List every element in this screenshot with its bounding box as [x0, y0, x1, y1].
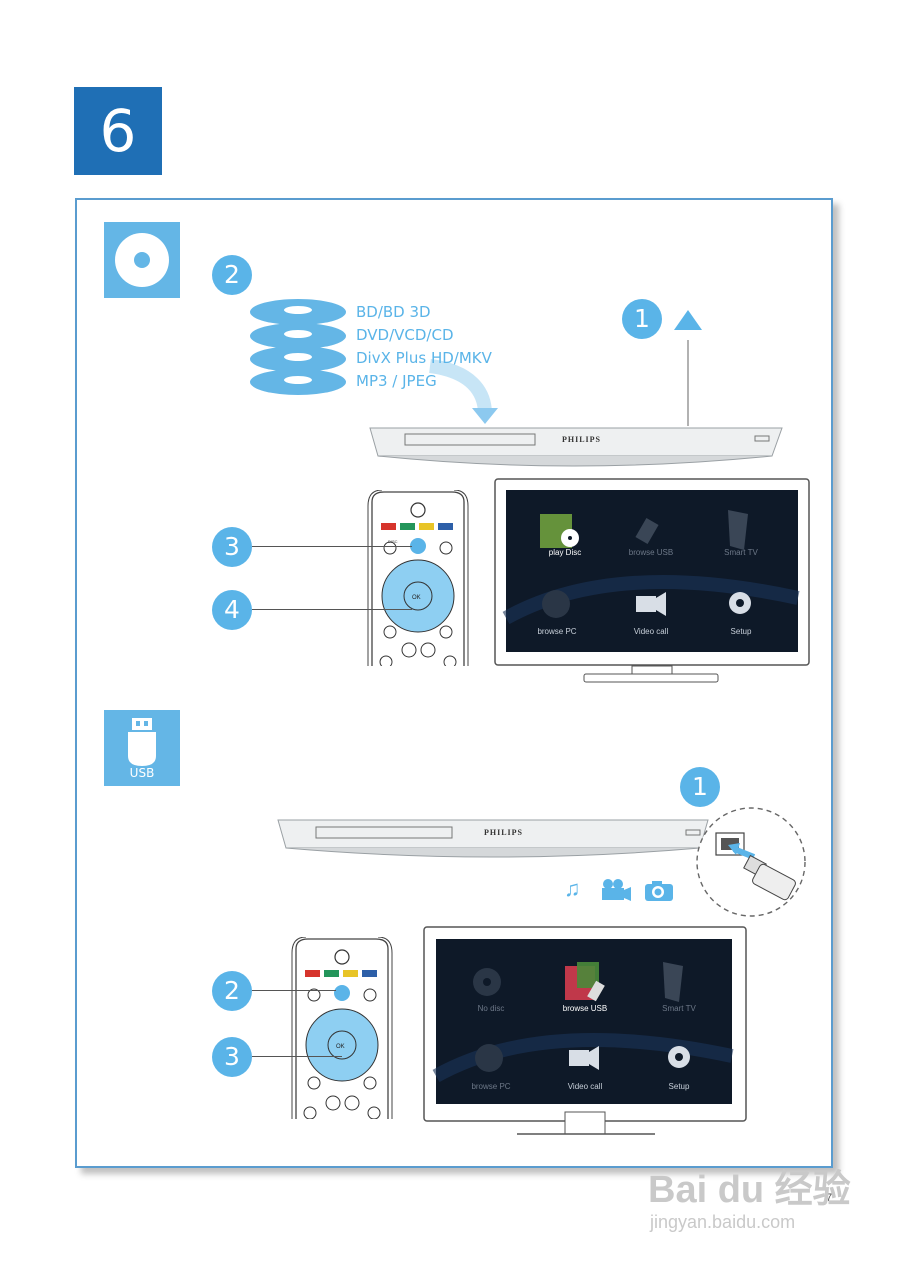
camera-icon — [645, 881, 673, 901]
watermark-logo: Bai du 经验 — [648, 1169, 851, 1211]
step-4-badge: 4 — [212, 590, 252, 630]
step-number: 6 — [74, 87, 162, 175]
menu-item-smart-tv: Smart TV — [662, 1004, 696, 1013]
usb-port-zoom — [696, 807, 806, 917]
remote-control: DISC OK — [367, 490, 469, 666]
disc-type-bd: BD/BD 3D — [356, 303, 431, 321]
disc-stack-icon — [250, 299, 498, 424]
callout-line — [252, 1056, 342, 1057]
brand-logo: PHILIPS — [562, 435, 602, 444]
svg-text:DISC: DISC — [388, 539, 398, 544]
brand-logo: PHILIPS — [484, 828, 524, 837]
callout-line — [252, 546, 412, 547]
step-2-badge: 2 — [212, 971, 252, 1011]
callout-line — [252, 609, 412, 610]
menu-item-browse-pc: browse PC — [471, 1082, 511, 1091]
blu-ray-player — [277, 819, 709, 858]
menu-item-browse-usb: browse USB — [562, 1004, 608, 1013]
menu-item-setup: Setup — [730, 627, 752, 636]
menu-item-setup: Setup — [668, 1082, 690, 1091]
eject-icon — [674, 310, 702, 426]
menu-item-smart-tv: Smart TV — [724, 548, 758, 557]
watermark-url: jingyan.baidu.com — [650, 1212, 796, 1232]
usb-label: USB — [129, 766, 155, 780]
menu-item-browse-usb: browse USB — [628, 548, 674, 557]
tv-screen — [494, 478, 810, 683]
usb-tile — [104, 710, 180, 786]
menu-item-video-call: Video call — [567, 1082, 603, 1091]
disc-type-dvd: DVD/VCD/CD — [356, 326, 454, 344]
blu-ray-player — [369, 427, 783, 467]
step-2-badge: 2 — [212, 255, 252, 295]
callout-line — [252, 990, 336, 991]
usb-icon — [128, 718, 156, 766]
step-1-badge: 1 — [680, 767, 720, 807]
disc-type-divx: DivX Plus HD/MKV — [356, 349, 492, 367]
music-icon: ♫ — [564, 876, 581, 901]
step-1-badge: 1 — [622, 299, 662, 339]
disc-icon — [104, 222, 180, 298]
step-3-badge: 3 — [212, 527, 252, 567]
svg-text:OK: OK — [412, 595, 421, 601]
remote-control: OK — [291, 937, 393, 1119]
video-camera-icon — [602, 879, 631, 901]
menu-item-browse-pc: browse PC — [537, 627, 577, 636]
step-3-badge: 3 — [212, 1037, 252, 1077]
menu-item-video-call: Video call — [633, 627, 669, 636]
tv-screen — [423, 926, 747, 1135]
disc-type-mp3: MP3 / JPEG — [356, 372, 437, 390]
menu-item-no-disc: No disc — [477, 1004, 505, 1013]
page-number: 7 — [826, 1192, 833, 1204]
svg-text:OK: OK — [336, 1044, 345, 1050]
menu-item-play-disc: play Disc — [548, 548, 582, 557]
